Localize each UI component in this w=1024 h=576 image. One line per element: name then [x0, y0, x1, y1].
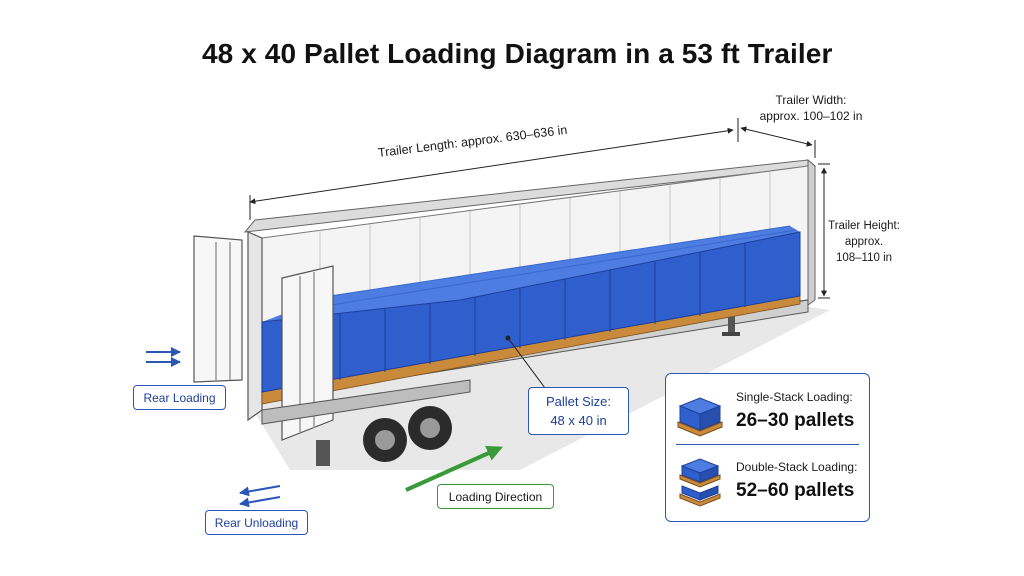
trailer-width-label: Trailer Width: approx. 100–102 in — [740, 92, 882, 124]
loading-summary-panel: Single-Stack Loading: 26–30 pallets Doub… — [665, 373, 870, 522]
single-stack-title: Single-Stack Loading: — [736, 390, 853, 404]
rear-loading-label: Rear Loading — [133, 385, 226, 410]
single-pallet-icon — [677, 397, 723, 437]
rear-unloading-arrows — [239, 485, 281, 508]
summary-divider — [676, 444, 859, 445]
single-stack-row: Single-Stack Loading: 26–30 pallets — [666, 382, 869, 442]
length-dimension-line — [249, 127, 734, 205]
double-stack-row: Double-Stack Loading: 52–60 pallets — [666, 452, 869, 512]
pallet-size-value: 48 x 40 in — [550, 413, 607, 428]
wheels — [261, 379, 471, 466]
single-stack-value: 26–30 pallets — [736, 410, 855, 431]
double-stack-title: Double-Stack Loading: — [736, 460, 858, 474]
loading-direction-label: Loading Direction — [437, 484, 554, 509]
pallet-size-title: Pallet Size: — [545, 394, 612, 409]
loading-direction-arrow — [405, 445, 503, 492]
trailer-height-value-2: 108–110 in — [835, 252, 893, 264]
rear-unloading-label: Rear Unloading — [205, 510, 308, 535]
trailer-height-label: Trailer Height: approx. 108–110 in — [822, 218, 906, 266]
rear-loading-arrows — [146, 347, 181, 367]
width-dimension-line — [740, 126, 813, 147]
cargo-pallets — [261, 225, 801, 405]
trailer-width-title: Trailer Width: — [775, 93, 847, 107]
trailer-height-value-1: approx. — [844, 236, 884, 248]
pallet-size-callout: Pallet Size: 48 x 40 in — [528, 387, 629, 435]
page-title: 48 x 40 Pallet Loading Diagram in a 53 f… — [202, 38, 833, 69]
double-stack-value: 52–60 pallets — [736, 480, 855, 501]
trailer-height-title: Trailer Height: — [828, 220, 900, 232]
trailer-width-value: approx. 100–102 in — [759, 109, 863, 123]
pallet-size-leader — [507, 337, 546, 389]
double-pallet-icon — [679, 458, 721, 507]
